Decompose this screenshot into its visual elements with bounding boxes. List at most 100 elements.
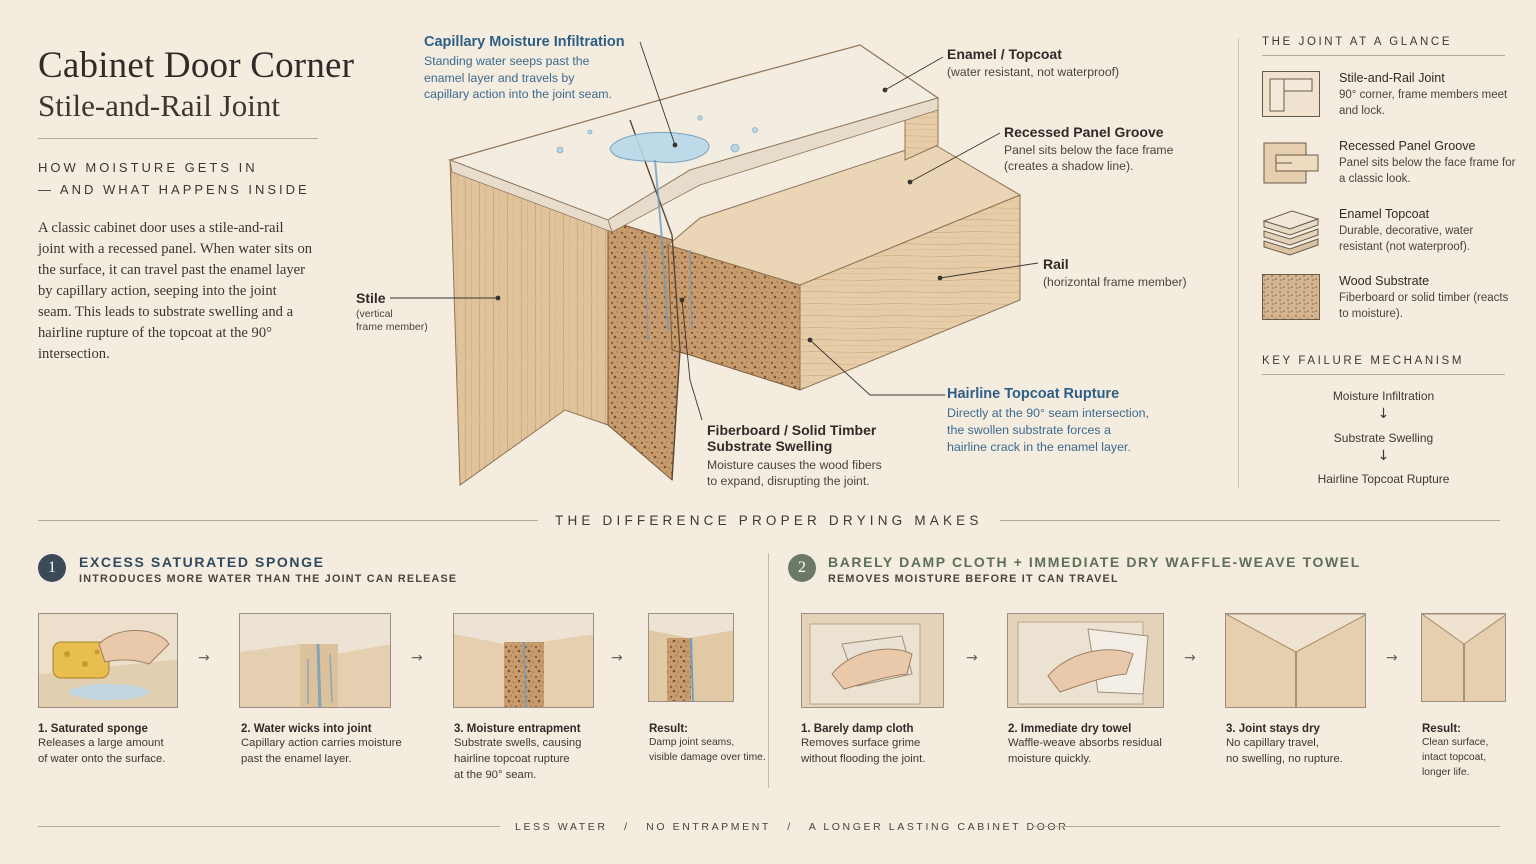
method-1-panel-wick <box>239 613 391 708</box>
method-1-panel-entrapment <box>453 613 594 708</box>
glance-item-title: Recessed Panel Groove <box>1339 139 1476 153</box>
caption-line: Waffle-weave absorbs residual <box>1008 737 1162 749</box>
caption-line: no swelling, no rupture. <box>1226 753 1343 765</box>
method-2-caption-3: 3. Joint stays dry No capillary travel, … <box>1226 723 1343 767</box>
glance-item-body: Fiberboard or solid timber (reacts to mo… <box>1339 292 1509 320</box>
caption-line: visible damage over time. <box>649 752 766 763</box>
method-1-subheading: INTRODUCES MORE WATER THAN THE JOINT CAN… <box>79 573 458 585</box>
arrow-right-icon: → <box>611 650 623 666</box>
callout-enamel-title: Enamel / Topcoat <box>947 46 1062 62</box>
kicker-line-2: — AND WHAT HAPPENS INSIDE <box>38 182 310 197</box>
method-2-caption-1: 1. Barely damp cloth Removes surface gri… <box>801 723 925 767</box>
sponge-icon <box>39 614 177 707</box>
method-2-panel-towel <box>1007 613 1164 708</box>
fiberboard-icon <box>1262 274 1320 320</box>
caption-line: Clean surface, <box>1422 737 1489 748</box>
waffle-towel-icon <box>1008 614 1163 707</box>
mechanism-step: Moisture Infiltration <box>1332 389 1435 403</box>
method-1-caption-2: 2. Water wicks into joint Capillary acti… <box>241 723 402 767</box>
joint-illustration <box>390 41 1039 486</box>
caption-title: 2. Immediate dry towel <box>1008 723 1132 735</box>
callout-enamel: Enamel / Topcoat (water resistant, not w… <box>947 46 1119 80</box>
caption-title: Result: <box>649 723 688 735</box>
callout-rail-title: Rail <box>1043 256 1069 272</box>
glance-heading: THE JOINT AT A GLANCE <box>1262 36 1453 48</box>
caption-title: 3. Joint stays dry <box>1226 723 1320 735</box>
section-rule-right <box>1000 520 1500 521</box>
caption-title: 2. Water wicks into joint <box>241 723 372 735</box>
caption-line: No capillary travel, <box>1226 737 1319 749</box>
dry-joint-icon <box>1226 614 1365 707</box>
title-divider <box>38 138 318 139</box>
callout-stile-title: Stile <box>356 290 386 306</box>
method-1-caption-1: 1. Saturated sponge Releases a large amo… <box>38 723 165 767</box>
callout-enamel-line: (water resistant, not waterproof) <box>947 65 1120 79</box>
recessed-groove <box>666 141 1022 286</box>
caption-line: Releases a large amount <box>38 737 164 749</box>
callout-stile-line: frame member) <box>356 321 428 333</box>
footer-tagline: LESS WATER / NO ENTRAPMENT / A LONGER LA… <box>515 821 1069 833</box>
callout-groove-line: Panel sits below the face frame <box>1004 143 1174 157</box>
method-2-panel-cloth <box>801 613 944 708</box>
callout-rupture-title: Hairline Topcoat Rupture <box>947 386 1120 402</box>
arrow-right-icon: → <box>966 650 978 666</box>
callout-groove: Recessed Panel Groove Panel sits below t… <box>1004 124 1173 174</box>
method-2-subheading: REMOVES MOISTURE BEFORE IT CAN TRAVEL <box>828 573 1119 585</box>
arrow-right-icon: → <box>198 650 210 666</box>
water-wick-icon <box>240 614 390 707</box>
footer-rule-left <box>38 826 500 827</box>
method-1-badge: 1 <box>38 554 66 582</box>
arrow-down-icon: ↓ <box>1377 406 1390 422</box>
callout-rail: Rail (horizontal frame member) <box>1043 256 1187 290</box>
glance-item-title: Enamel Topcoat <box>1339 207 1430 221</box>
caption-line: longer life. <box>1422 767 1470 778</box>
method-2-panel-result <box>1421 613 1506 702</box>
caption-line: at the 90° seam. <box>454 769 537 781</box>
page-subtitle: Stile-and-Rail Joint <box>38 88 280 123</box>
arrow-right-icon: → <box>411 650 423 666</box>
callout-substrate-title: Fiberboard / Solid Timber <box>707 422 877 438</box>
caption-line: of water onto the surface. <box>38 753 166 765</box>
method-2-caption-2: 2. Immediate dry towel Waffle-weave abso… <box>1008 723 1162 767</box>
caption-line: moisture quickly. <box>1008 753 1092 765</box>
water-puddle <box>609 132 710 163</box>
caption-line: past the enamel layer. <box>241 753 352 765</box>
callout-capillary-line: Standing water seeps past the <box>424 54 590 68</box>
glance-item: Wood Substrate Fiberboard or solid timbe… <box>1262 274 1512 334</box>
callout-capillary-line: enamel layer and travels by <box>424 70 575 85</box>
method-2-heading: BARELY DAMP CLOTH + IMMEDIATE DRY WAFFLE… <box>828 554 1361 570</box>
caption-title: 1. Barely damp cloth <box>801 723 914 735</box>
callout-capillary-title: Capillary Moisture Infiltration <box>424 34 625 50</box>
mechanism-step: Hairline Topcoat Rupture <box>1317 472 1450 486</box>
glance-item-body: Panel sits below the face frame for a cl… <box>1339 157 1516 185</box>
method-2-panel-dry <box>1225 613 1366 708</box>
caption-line: Removes surface grime <box>801 737 921 749</box>
methods-divider <box>768 553 769 788</box>
caption-title: 3. Moisture entrapment <box>454 723 581 735</box>
glance-item-body: Durable, decorative, water resistant (no… <box>1339 225 1474 253</box>
glance-item: Stile-and-Rail Joint 90° corner, frame m… <box>1262 71 1512 131</box>
page-title: Cabinet Door Corner <box>38 45 355 86</box>
difference-heading: THE DIFFERENCE PROPER DRYING MAKES <box>555 513 983 528</box>
mechanism-step: Substrate Swelling <box>1333 431 1434 445</box>
groove-icon <box>1263 142 1319 184</box>
arrow-right-icon: → <box>1184 650 1196 666</box>
callout-rupture: Hairline Topcoat Rupture Directly at the… <box>947 386 1197 456</box>
callout-substrate-line: Moisture causes the wood fibers <box>707 458 882 472</box>
caption-line: without flooding the joint. <box>801 753 926 765</box>
glance-item-body: 90° corner, frame members meet and lock. <box>1339 89 1508 117</box>
callout-rupture-line: the swollen substrate forces a <box>947 423 1111 437</box>
damaged-joint-icon <box>649 614 733 701</box>
callout-rupture-line: hairline crack in the enamel layer. <box>947 440 1131 454</box>
arrow-down-icon: ↓ <box>1377 448 1390 464</box>
callout-rupture-line: Directly at the 90° seam intersection, <box>947 406 1149 420</box>
method-1-caption-3: 3. Moisture entrapment Substrate swells,… <box>454 723 581 783</box>
callout-stile: Stile (vertical frame member) <box>356 290 428 334</box>
method-2-caption-result: Result: Clean surface, intact topcoat, l… <box>1422 723 1488 780</box>
method-2-badge: 2 <box>788 554 816 582</box>
right-panel-divider <box>1238 38 1239 488</box>
footer-rule-right <box>1032 826 1500 827</box>
callout-capillary-line: capillary action into the joint seam. <box>424 87 612 101</box>
method-1-panel-result <box>648 613 734 702</box>
method-1-caption-result: Result: Damp joint seams, visible damage… <box>649 723 766 765</box>
